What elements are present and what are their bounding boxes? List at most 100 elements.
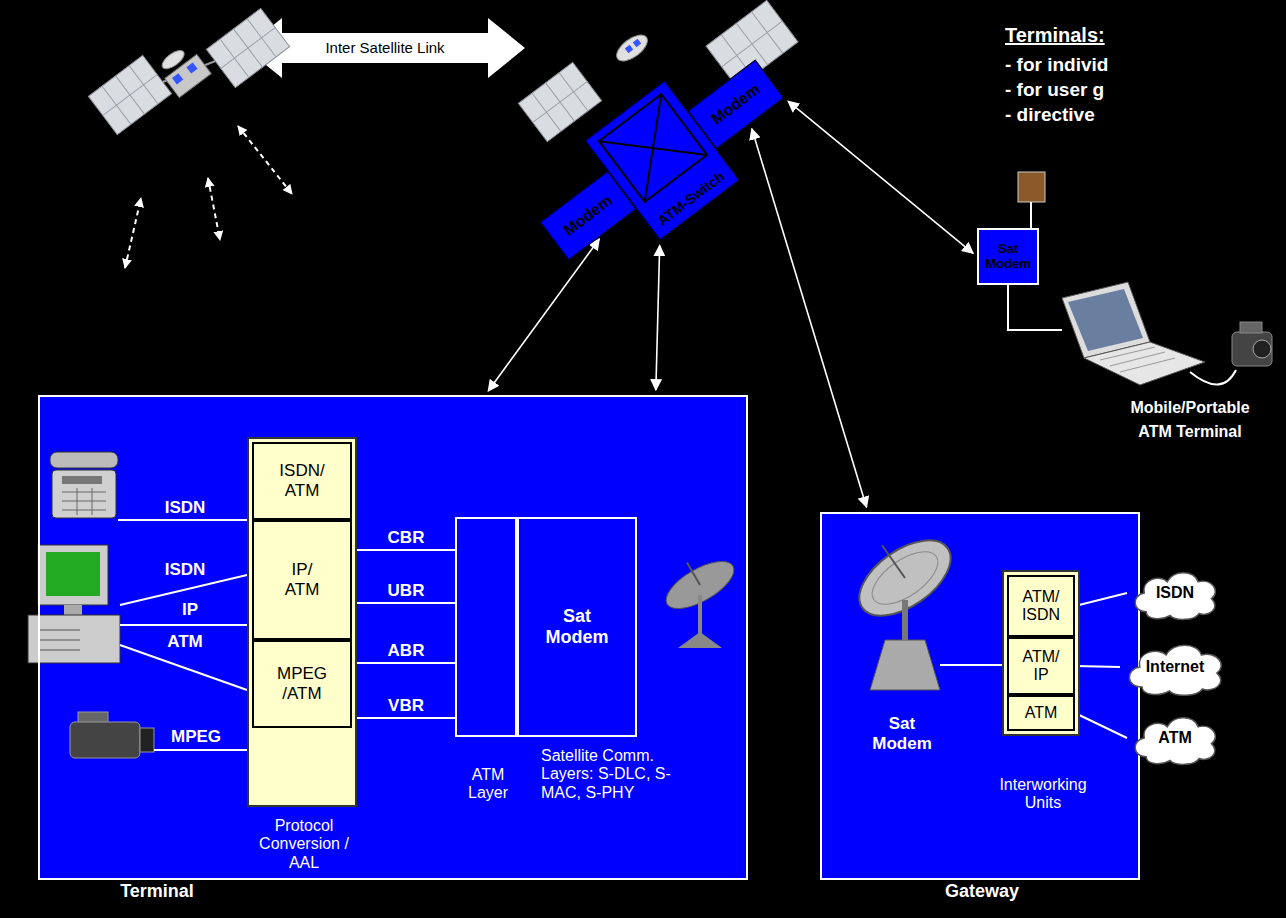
gateway-dish (882, 545, 905, 578)
note-text: - directive (1005, 104, 1095, 126)
terminal-devices (140, 728, 154, 752)
gateway-dish (839, 515, 1002, 690)
switch-satellite-panels (518, 62, 601, 141)
box-text: Sat Modem (534, 606, 620, 647)
rate-label: UBR (371, 581, 441, 601)
switch-satellite-panels (518, 62, 601, 141)
rate-label: ABR (371, 641, 441, 661)
signal-name: MPEG (166, 727, 226, 747)
link-line (1075, 666, 1120, 667)
box-text: Modem (560, 191, 616, 239)
mobile-terminal (1253, 340, 1271, 358)
mobile-terminal (1240, 322, 1262, 333)
box-text: Modem (708, 80, 764, 128)
network-cloud: ATM (1127, 710, 1223, 766)
link-caption: Inter Satellite Link (290, 39, 480, 56)
caption-text: Gateway (822, 881, 1142, 902)
terminal-caption: Mobile/Portable ATM Terminal (1115, 396, 1265, 444)
caption-text: Sat Modem (862, 714, 942, 753)
mobile-terminal (1030, 202, 1032, 228)
terminal-devices (38, 545, 108, 605)
signal-name: ATM (155, 632, 215, 652)
terminal-devices (154, 749, 247, 751)
box-text: IP/ ATM (274, 560, 330, 599)
network-cloud: ISDN (1127, 565, 1223, 621)
box-text: ATM (1158, 729, 1191, 747)
box-text: ATM-Switch (654, 168, 727, 228)
dashed-link (125, 198, 141, 268)
cloud-shape (1129, 645, 1221, 695)
mobile-terminal (1232, 332, 1272, 366)
box-text: ISDN (1156, 584, 1194, 602)
mobile-terminal (1008, 285, 1062, 330)
left-satellite (88, 55, 171, 134)
terminal-devices (654, 543, 741, 617)
conversion-box: ISDN/ ATMIP/ ATMMPEG /ATMProtocol Conver… (247, 437, 357, 807)
rate-label: CBR (371, 528, 441, 548)
note-text: Terminals: (1005, 24, 1105, 47)
protocol-box: ATM (1007, 695, 1075, 731)
mobile-terminal (1084, 342, 1205, 385)
caption-text: Interworking Units (989, 776, 1097, 813)
station-frame: ISDN/ ATM IP/ ATM MPEG /ATM Protocol Conver… (38, 395, 748, 880)
terminal-devices (120, 645, 247, 690)
left-satellite (206, 8, 289, 87)
gateway-dish (940, 664, 1002, 666)
terminal-devices (62, 488, 106, 515)
signal-name: ISDN (155, 498, 215, 518)
switch-satellite-panels (625, 45, 633, 53)
caption-text: Protocol Conversion / AAL (244, 817, 364, 872)
box-text: ISDN/ ATM (274, 461, 330, 500)
box-text: Internet (1146, 658, 1205, 676)
caption-text: ATM Layer (458, 766, 518, 803)
gateway-dish (902, 600, 908, 640)
gateway-dish (870, 640, 940, 690)
layer-box: Sat ModemSatellite Comm. Layers: S-DLC, … (517, 517, 637, 737)
terminal-devices (120, 624, 247, 626)
terminal-devices (687, 562, 700, 585)
switch-satellite-panels (612, 30, 652, 66)
left-satellite (88, 55, 171, 134)
rate-label: VBR (371, 696, 441, 716)
left-satellite (206, 8, 289, 87)
mobile-terminal (1068, 289, 1143, 351)
left-satellite (155, 42, 211, 98)
protocol-box: MPEG /ATM (252, 640, 352, 728)
terminal-devices (50, 452, 118, 468)
terminal-devices (28, 452, 741, 758)
link-line (357, 662, 455, 664)
protocol-box: IP/ ATM (252, 520, 352, 640)
mobile-terminal (1018, 172, 1045, 202)
signal-name: ISDN (155, 560, 215, 580)
link-line (1075, 713, 1127, 738)
protocol-box: ATM/ IP (1007, 637, 1075, 695)
station-frame: ATM/ ISDN ATM/ IP ATM Interworking Units Sat… (820, 512, 1140, 880)
switch-satellite-panels (612, 30, 652, 66)
switch-satellite: ModemATM-SwitchModem (526, 41, 802, 283)
link-arrow (656, 245, 660, 390)
mobile-terminal (1008, 172, 1272, 385)
terminal-devices (52, 470, 116, 518)
link-line (357, 602, 455, 604)
left-satellite (159, 47, 187, 72)
note-text: - for individ (1005, 54, 1108, 76)
cloud-shape (1135, 573, 1215, 620)
terminal-devices (678, 632, 722, 648)
gateway-dish (839, 515, 963, 630)
left-satellite (88, 55, 171, 134)
box-text: MPEG /ATM (274, 664, 330, 703)
station-fill (38, 395, 748, 880)
mobile-terminal (1190, 370, 1236, 385)
station-fill (820, 512, 1140, 880)
sat-modem-box: Sat Modem (977, 228, 1039, 285)
dashed-link (125, 126, 292, 268)
cloud-shape (1135, 718, 1215, 765)
protocol-box: ATM/ ISDN (1007, 575, 1075, 637)
terminal-devices (70, 722, 140, 758)
network-cloud: Internet (1120, 637, 1230, 697)
box-text: ATM/ IP (1015, 648, 1067, 685)
switch-satellite-panels (518, 62, 601, 141)
terminal-devices (46, 552, 100, 596)
dashed-link (238, 126, 292, 194)
